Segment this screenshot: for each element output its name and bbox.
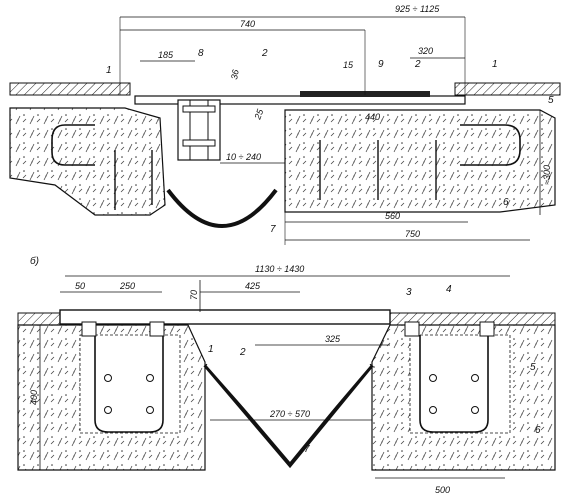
bottom-view-label: б) xyxy=(30,255,39,267)
callout-bottom-1: 1 xyxy=(208,344,214,355)
top-left-loop xyxy=(51,124,95,166)
dim-bottom-50: 50 xyxy=(75,281,85,291)
top-right-slab xyxy=(284,109,556,213)
callout-top-2a: 2 xyxy=(261,48,268,59)
dim-top-320: 320 xyxy=(418,46,433,56)
callout-bottom-7: 7 xyxy=(304,444,310,455)
callout-top-5: 5 xyxy=(548,95,554,106)
dim-top-740: 740 xyxy=(240,19,255,29)
callout-top-9: 9 xyxy=(378,59,384,70)
bottom-cover-plate xyxy=(59,309,391,325)
callout-bottom-6: 6 xyxy=(535,425,541,436)
dim-top-overall: 925 ÷ 1125 xyxy=(395,4,440,14)
dim-bottom-325: 325 xyxy=(325,334,341,344)
dim-top-185: 185 xyxy=(158,50,174,60)
top-compensator xyxy=(166,188,278,228)
dim-top-height: ≈300 xyxy=(542,165,552,185)
dim-top-15: 15 xyxy=(343,60,354,70)
callout-top-2b: 2 xyxy=(414,59,421,70)
dim-top-36: 36 xyxy=(229,69,241,81)
top-right-loop xyxy=(460,124,521,166)
callout-bottom-4: 4 xyxy=(446,284,452,295)
dim-bottom-400: 400 xyxy=(29,390,39,405)
bottom-section: б) xyxy=(17,255,556,495)
dim-top-25: 25 xyxy=(252,107,266,122)
top-left-slab xyxy=(9,107,166,216)
dim-bottom-425: 425 xyxy=(245,281,261,291)
top-section: 925 ÷ 1125 740 185 320 440 10 ÷ 240 560 … xyxy=(9,4,561,245)
dim-top-440: 440 xyxy=(365,112,380,122)
dim-top-750: 750 xyxy=(405,229,420,239)
dim-bottom-500: 500 xyxy=(435,485,450,495)
dim-top-560: 560 xyxy=(385,211,400,221)
dim-top-gap: 10 ÷ 240 xyxy=(226,152,261,162)
callout-top-1a: 1 xyxy=(106,65,112,76)
bottom-left-stirrup xyxy=(94,335,164,433)
callout-top-7: 7 xyxy=(270,224,276,235)
dim-bottom-gap: 270 ÷ 570 xyxy=(269,409,310,419)
dim-bottom-70: 70 xyxy=(189,290,199,300)
callout-top-1b: 1 xyxy=(492,59,498,70)
callout-bottom-5: 5 xyxy=(530,362,536,373)
top-deck-surface-left xyxy=(9,82,131,96)
callout-bottom-2: 2 xyxy=(239,347,246,358)
top-deck-surface-right xyxy=(454,82,561,96)
callout-bottom-3: 3 xyxy=(406,287,412,298)
callout-top-6: 6 xyxy=(503,197,509,208)
dim-bottom-250: 250 xyxy=(119,281,135,291)
callout-top-8: 8 xyxy=(198,48,204,59)
bottom-right-stirrup xyxy=(419,335,489,433)
dim-bottom-overall: 1130 ÷ 1430 xyxy=(255,264,304,274)
bottom-compensator xyxy=(203,363,374,469)
